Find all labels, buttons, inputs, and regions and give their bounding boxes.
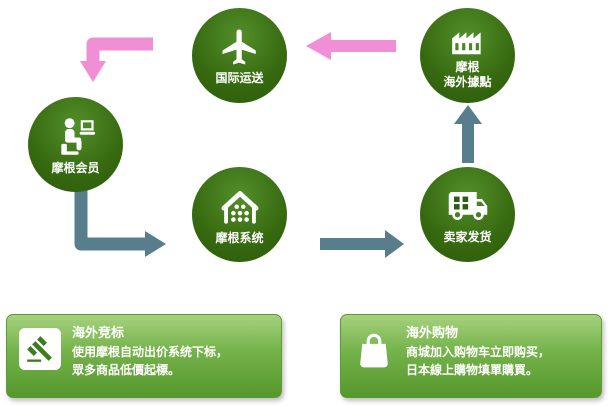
auction-card-text: 海外竞标 使用摩根自动出价系统下标， 眾多商品低價起標。 [72,326,269,379]
node-label: 卖家发货 [443,229,492,244]
auction-card-line2: 眾多商品低價起標。 [72,362,181,377]
shopping-card-line2: 日本線上購物填單購買。 [406,362,539,377]
truck-icon [448,191,487,220]
auction-card-line1: 使用摩根自动出价系统下标， [72,344,229,359]
shopping-card-title: 海外购物 [406,326,459,341]
node-label: 摩根 海外據點 [443,60,491,90]
shopping-bag-icon [360,333,388,368]
shopping-card-text: 海外购物 商城加入购物车立即购买， 日本線上購物填單購買。 [406,326,589,379]
arrow-overseas-to-shipping [306,32,396,60]
node-seller-ship: 卖家发货 [420,167,515,262]
node-label: 摩根系统 [215,230,264,245]
arrow-member-to-system [74,189,166,257]
node-label-line2: 海外據點 [443,75,492,89]
node-member: 摩根会员 [28,97,123,192]
node-overseas-branch: 摩根 海外據點 [420,8,515,103]
node-system: 摩根系统 [192,167,287,262]
factory-icon [451,32,481,55]
overseas-shopping-card[interactable]: 海外购物 商城加入购物车立即购买， 日本線上購物填單購買。 [340,314,602,398]
node-label-line1: 摩根 [455,60,480,74]
shopping-card-line1: 商城加入购物车立即购买， [406,344,551,359]
node-label: 国际运送 [215,70,264,85]
gavel-icon [27,336,52,362]
arrow-system-to-seller [320,230,404,258]
arrow-shipping-to-member [80,37,153,82]
overseas-auction-card[interactable]: 海外竞标 使用摩根自动出价系统下标， 眾多商品低價起標。 [6,314,282,398]
auction-card-title: 海外竞标 [72,326,125,341]
airplane-icon [222,29,256,64]
auction-icon-tile [19,328,61,370]
warehouse-icon [220,190,259,224]
shopping-icon-wrap [353,328,395,376]
member-laptop-icon [60,117,95,155]
node-label: 摩根会员 [51,160,100,175]
node-international-shipping: 国际运送 [192,8,287,103]
arrow-seller-to-overseas [454,105,482,163]
